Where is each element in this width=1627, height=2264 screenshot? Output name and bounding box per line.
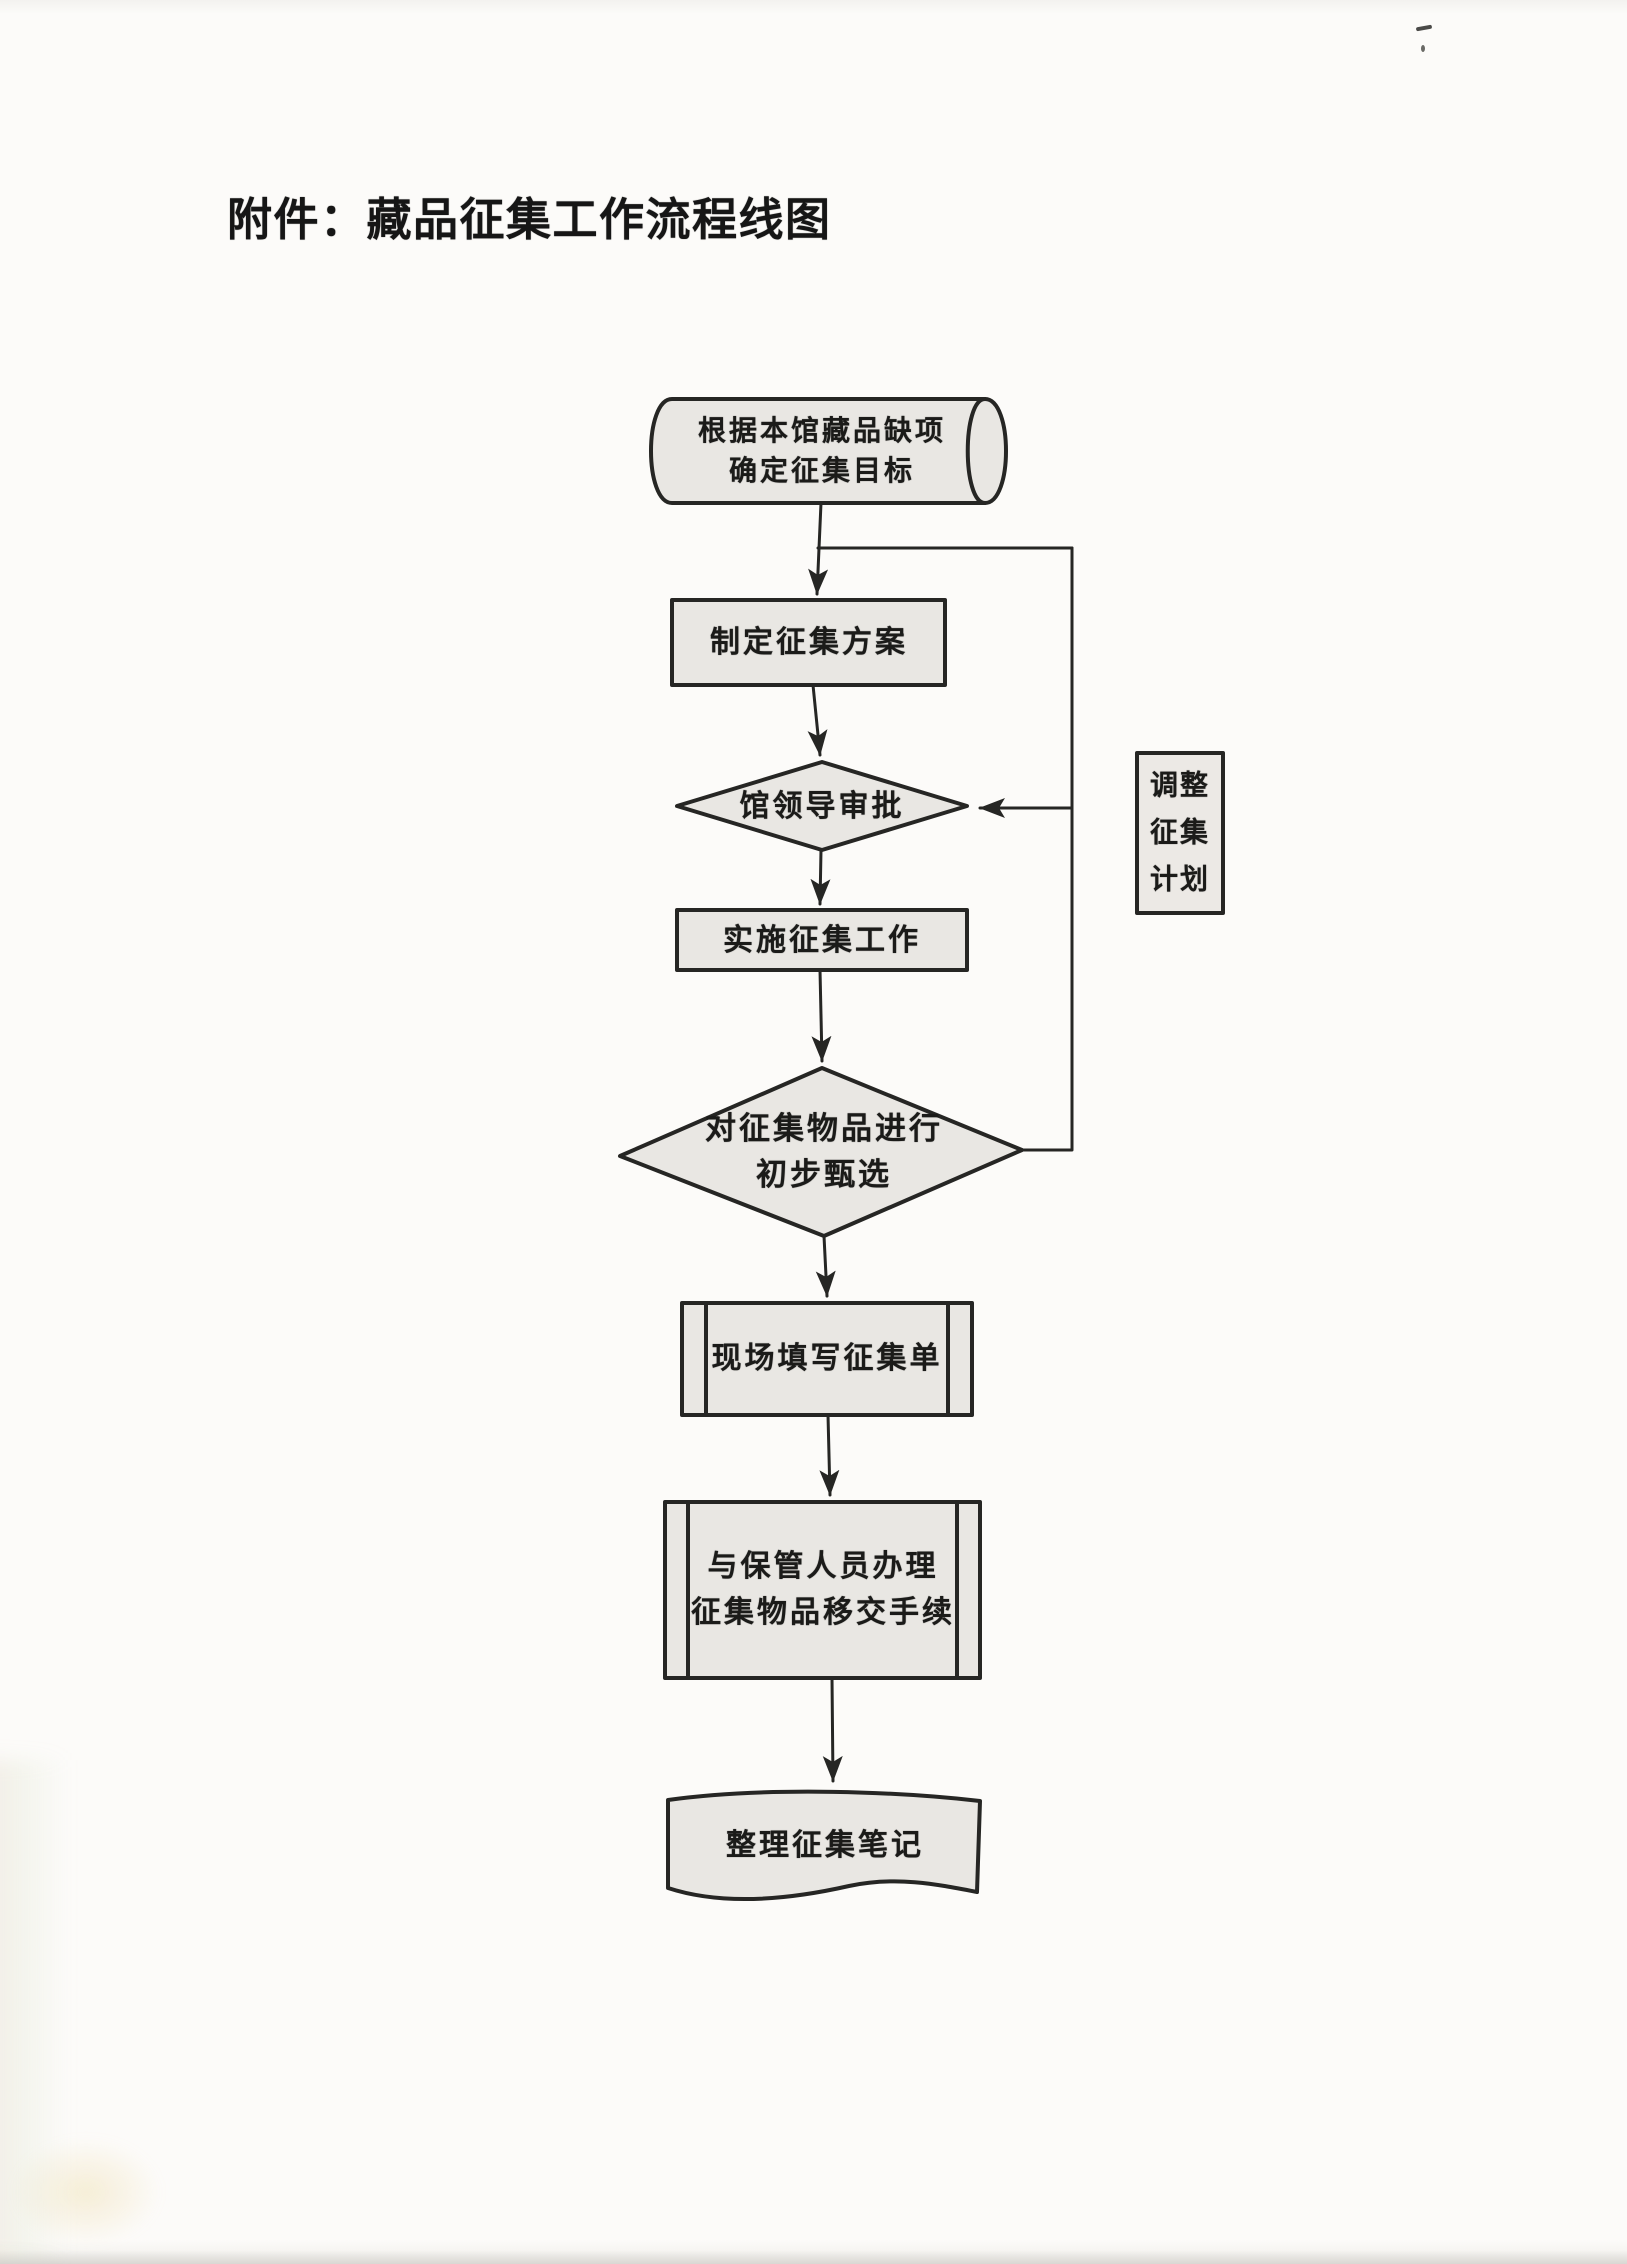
node-notes-label: 整理征集笔记 [726, 1829, 924, 1862]
node-goal-label: 根据本馆藏品缺项 确定征集目标 [697, 416, 947, 487]
connector-plan-to-approve [807, 683, 828, 757]
connector-implement-to-screen [811, 968, 832, 1063]
connector-screen-to-fill-form [815, 1234, 836, 1298]
node-fill-form-label: 现场填写征集单 [711, 1342, 943, 1375]
node-screen-label: 对征集物品进行 初步甄选 [705, 1111, 943, 1192]
connector-feedback-line [1020, 546, 1074, 1152]
node-adjust-label: 调整 征集 计划 [1149, 770, 1211, 896]
node-plan-rect [670, 598, 947, 687]
node-implement-label: 实施征集工作 [723, 924, 921, 957]
node-notes-document [666, 1789, 982, 1901]
node-handover-label: 与保管人员办理 征集物品移交手续 [691, 1550, 955, 1629]
scan-stain-left-edge [0, 1760, 86, 2260]
node-fill-form-rect [680, 1301, 974, 1417]
node-handover-rect [663, 1500, 982, 1680]
node-approve-label: 馆领导审批 [739, 790, 905, 823]
connector-fill-form-to-handover [819, 1413, 840, 1497]
scan-stain-bottom-left [0, 2120, 186, 2264]
page-title: 附件：藏品征集工作流程线图 [227, 194, 832, 245]
node-plan-label: 制定征集方案 [710, 626, 908, 659]
scan-edge-shadow [0, 2250, 1627, 2264]
connector-approve-to-implement [810, 848, 831, 906]
connector-handover-to-notes [822, 1676, 843, 1783]
node-adjust-box [1135, 751, 1225, 915]
node-goal-cylinder-inner-edge [965, 397, 987, 505]
scan-artifact-dot [1421, 45, 1425, 52]
node-implement-rect [675, 908, 969, 972]
